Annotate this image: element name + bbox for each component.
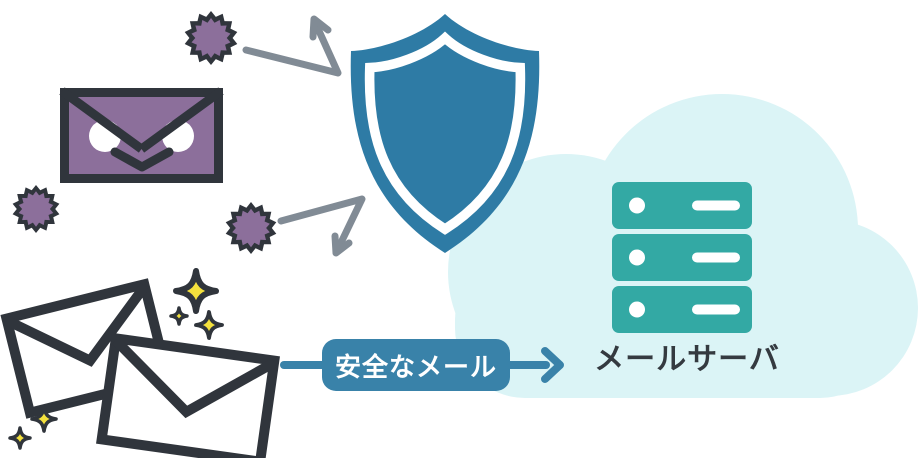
- sparkles: [8, 268, 224, 450]
- safe-envelopes-icon: [0, 278, 280, 458]
- deflect-arrow-top-icon: [242, 15, 342, 77]
- deflect-arrow-bottom-icon: [277, 195, 366, 257]
- angry-mouth: [110, 147, 174, 172]
- virus-icon: [184, 11, 238, 65]
- mail-server-icon: [612, 182, 752, 333]
- safe-mail-badge-label: 安全なメール: [334, 352, 497, 383]
- virus-icon: [12, 185, 60, 233]
- envelope-front: [96, 332, 280, 458]
- arrowhead-icon: [541, 347, 564, 383]
- sparkle-icon: [8, 426, 32, 450]
- safe-mail-badge: 安全なメール: [322, 339, 510, 391]
- safe-mail-arrow-icon: [280, 347, 564, 383]
- sparkle-icon: [194, 310, 224, 340]
- server-slab: [612, 286, 752, 333]
- server-slab: [612, 182, 752, 229]
- virus-icon: [225, 202, 277, 254]
- sparkle-icon: [169, 306, 189, 326]
- mail-server-label: メールサーバ: [594, 342, 780, 377]
- sparkle-icon: [30, 405, 58, 433]
- malicious-email-icon: [59, 87, 224, 183]
- sparkle-icon: [173, 268, 219, 314]
- shield-icon: [350, 14, 540, 253]
- server-slab: [612, 234, 752, 281]
